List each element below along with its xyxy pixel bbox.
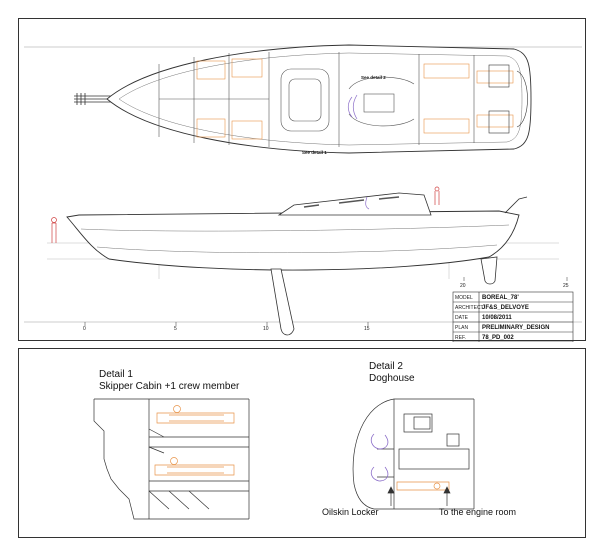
hull-profile [66, 210, 520, 271]
detail-2-title: Detail 2 [369, 361, 403, 372]
scale-label-15: 15 [364, 326, 370, 332]
detail-1-subtitle: Skipper Cabin +1 crew member [99, 381, 240, 392]
title-block-labels: MODEL BOREAL_78' ARCHITECT JF&S_DELVOYE … [455, 295, 549, 341]
scale-label-0: 0 [83, 326, 86, 332]
general-arrangement-drawing: See detail 2 See detail 1 [24, 44, 582, 342]
detail-1-title: Detail 1 [99, 369, 133, 380]
scale-label-5: 5 [174, 326, 177, 332]
scale-figure [51, 186, 440, 243]
detail-2-drawing [352, 398, 475, 510]
scale-label-25: 25 [563, 283, 569, 289]
details-drawing [93, 398, 475, 520]
details-panel: Detail 1 Skipper Cabin +1 crew member De… [18, 348, 586, 538]
tb-label-architect: ARCHITECT [455, 305, 484, 311]
tb-value-ref: 78_PD_002 [482, 335, 514, 341]
general-arrangement-panel: See detail 2 See detail 1 [18, 18, 586, 342]
tb-label-ref: REF. [455, 335, 466, 341]
scale-label-20: 20 [460, 283, 466, 289]
hull-plan-outline [106, 44, 532, 154]
see-detail-2-label: See detail 2 [361, 75, 386, 80]
tb-value-model: BOREAL_78' [482, 295, 519, 301]
see-detail-1-label: See detail 1 [302, 150, 327, 155]
engine-room-callout: To the engine room [439, 507, 517, 517]
tb-value-plan: PRELIMINARY_DESIGN [482, 325, 549, 331]
tb-value-date: 10/08/2011 [482, 315, 512, 321]
detail-2-figures [370, 433, 389, 482]
tb-label-model: MODEL [455, 295, 473, 301]
detail-1-heading: Detail 1 Skipper Cabin +1 crew member [99, 369, 239, 393]
oilskin-locker-callout: Oilskin Locker [322, 507, 379, 517]
detail-2-subtitle: Doghouse [369, 373, 415, 384]
tb-value-architect: JF&S_DELVOYE [482, 305, 529, 311]
title-block [452, 291, 574, 342]
detail-2-heading: Detail 2 Doghouse [369, 361, 415, 385]
keel [270, 268, 295, 336]
rudder [480, 256, 498, 285]
scale-label-10: 10 [263, 326, 269, 332]
tb-label-date: DATE [455, 315, 469, 321]
bowsprit [74, 93, 111, 105]
deckhouse-profile [277, 192, 432, 216]
tb-label-plan: PLAN [455, 325, 468, 331]
detail-1-drawing [93, 398, 250, 520]
detail-1-figures [154, 405, 235, 476]
